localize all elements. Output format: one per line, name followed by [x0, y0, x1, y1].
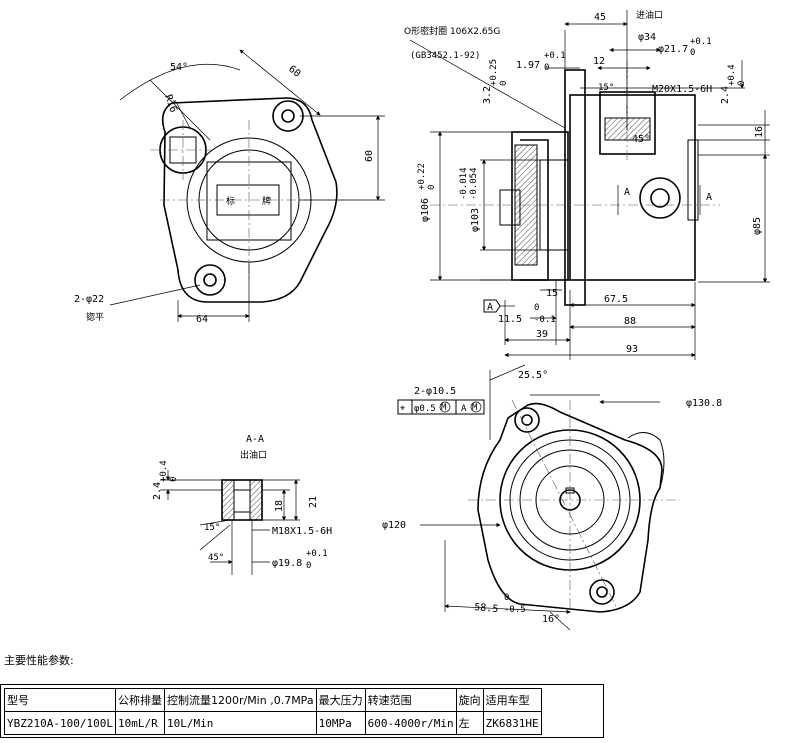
rear-dim-phi130-8-label: φ130.8: [686, 398, 722, 409]
rear-angle-16-label: 16°: [542, 614, 560, 625]
position-tolerance-mmc: M: [441, 403, 447, 413]
header-rotation: 旋向: [455, 688, 484, 712]
dim-11-5-tol-lower: -0.1: [534, 315, 556, 325]
thread-m20-label: M20X1.5-6H: [652, 84, 712, 95]
section-subtitle-outlet: 出油口: [240, 449, 267, 461]
front-view: 54° R16 60 60 64 2-φ22 锪平 标 牌: [74, 49, 385, 325]
position-tolerance-datum: A: [461, 404, 467, 414]
rear-angle-25-5-label: 25.5°: [518, 370, 548, 381]
section-mark-a-left: A: [624, 187, 630, 198]
position-tolerance-datum-mmc: M: [472, 403, 478, 413]
cell-rotation: 左: [455, 711, 484, 735]
dim-60-diagonal: 60: [286, 64, 302, 80]
angle-45-label: 45°: [632, 134, 650, 145]
oring-spec-label: O形密封圈 106X2.65G: [404, 25, 500, 37]
dim-3-2-tol-upper: +0.25: [489, 59, 499, 86]
dim-2-4-label: 2.4: [720, 86, 731, 104]
section-dim-phi19-8-tol-lower: 0: [306, 561, 311, 571]
position-tolerance-symbol: ⌖: [400, 404, 405, 414]
header-vehicle-model: 适用车型: [482, 688, 542, 712]
dim-phi21-7-label: φ21.7: [658, 44, 688, 55]
section-angle-45-label: 45°: [208, 553, 224, 563]
dim-phi106-label: φ106: [420, 198, 431, 222]
rear-dim-58-5-label: 58.5: [474, 602, 499, 615]
cell-displacement: 10mL/R: [114, 711, 165, 735]
parameters-title: 主要性能参数:: [4, 654, 74, 667]
cell-max-pressure: 10MPa: [315, 711, 366, 735]
parameters-table: 型号 公称排量 控制流量1200r/Min ,0.7MPa 最大压力 转速范围 …: [4, 688, 542, 735]
table-row: YBZ210A-100/100L 10mL/R 10L/Min 10MPa 60…: [4, 711, 542, 735]
nameplate-left-char: 标: [226, 195, 235, 207]
section-dim-phi19-8-tol-upper: +0.1: [306, 549, 328, 559]
position-tolerance-value: φ0.5: [414, 404, 436, 414]
dim-phi21-7-tol-upper: +0.1: [690, 37, 712, 47]
table-header-row: 型号 公称排量 控制流量1200r/Min ,0.7MPa 最大压力 转速范围 …: [4, 688, 542, 712]
dim-93-label: 93: [626, 344, 638, 355]
dim-60-vertical: 60: [364, 150, 375, 162]
cell-control-flow: 10L/Min: [163, 711, 317, 735]
section-dim-2-4-tol-upper: +0.4: [159, 460, 169, 482]
dim-11-5-tol-upper: 0: [534, 303, 539, 313]
section-a-a-view: A-A 出油口 2.4 +0.4 0 18 21 15° M18X1.5-6H …: [152, 434, 332, 575]
dim-12-label: 12: [593, 56, 605, 67]
dim-11-5-label: 11.5: [498, 314, 522, 325]
dim-phi103-tol-lower: -0.054: [469, 167, 479, 200]
section-dim-21-label: 21: [308, 496, 319, 508]
side-view: O形密封圈 106X2.65G (GB3452.1-92) 进油口 45 φ34…: [404, 9, 770, 360]
dim-phi106-tol-lower: 0: [427, 185, 437, 190]
dim-phi34-label: φ34: [638, 32, 656, 43]
section-dim-18-label: 18: [274, 500, 285, 512]
nameplate-right-char: 牌: [262, 195, 271, 207]
header-max-pressure: 最大压力: [315, 688, 366, 712]
spot-face-note: 锪平: [86, 311, 104, 323]
datum-a-label: A: [487, 302, 493, 313]
dim-39-label: 39: [536, 329, 548, 340]
dim-88-label: 88: [624, 316, 636, 327]
section-title: A-A: [246, 434, 264, 445]
header-model: 型号: [4, 688, 116, 712]
section-dim-2-4-tol-lower: 0: [169, 477, 179, 482]
section-dim-phi19-8-label: φ19.8: [272, 558, 302, 569]
dim-1-97-tol-upper: +0.1: [544, 51, 566, 61]
angle-15-label: 15°: [598, 83, 614, 93]
dim-phi103-label: φ103: [470, 208, 481, 232]
dim-67-5-label: 67.5: [604, 294, 628, 305]
dim-1-97-tol-lower: 0: [544, 63, 549, 73]
dim-2-4-tol-upper: +0.4: [727, 64, 737, 86]
dim-45-label: 45: [594, 12, 606, 23]
inlet-label: 进油口: [636, 9, 663, 21]
dim-15-label: 15: [546, 288, 558, 299]
section-dim-2-4-label: 2.4: [152, 482, 163, 500]
header-control-flow: 控制流量1200r/Min ,0.7MPa: [163, 688, 317, 712]
header-speed-range: 转速范围: [364, 688, 457, 712]
holes-2-phi22-label: 2-φ22: [74, 294, 104, 305]
section-angle-15-label: 15°: [204, 523, 220, 533]
rear-dim-58-5-tol-upper: 0: [504, 593, 509, 603]
oring-standard-label: (GB3452.1-92): [410, 51, 480, 61]
dim-phi103-tol-upper: -0.014: [459, 167, 469, 200]
pump-engineering-drawing: 54° R16 60 60 64 2-φ22 锪平 标 牌: [74, 9, 770, 631]
dim-phi85-label: φ85: [752, 217, 763, 235]
dim-2-4-tol-lower: 0: [737, 81, 747, 86]
header-displacement: 公称排量: [114, 688, 165, 712]
cell-vehicle-model: ZK6831HE: [482, 711, 542, 735]
dim-3-2-label: 3.2: [482, 86, 493, 104]
dim-3-2-tol-lower: 0: [499, 81, 509, 86]
rear-dim-phi120-label: φ120: [382, 520, 406, 531]
cell-speed-range: 600-4000r/Min: [364, 711, 457, 735]
angle-54-label: 54°: [170, 62, 188, 73]
dim-16-label: 16: [754, 126, 765, 138]
section-mark-a-right: A: [706, 192, 712, 203]
cell-model: YBZ210A-100/100L: [4, 711, 116, 735]
dim-64-label: 64: [196, 314, 208, 325]
rear-holes-2-phi10-5-label: 2-φ10.5: [414, 386, 456, 397]
dim-phi106-tol-upper: +0.22: [417, 163, 427, 190]
section-thread-m18-label: M18X1.5-6H: [272, 526, 332, 537]
dim-1-97-label: 1.97: [516, 60, 540, 71]
dim-phi21-7-tol-lower: 0: [690, 48, 695, 58]
parameters-table-frame: [0, 684, 604, 738]
rear-view: 25.5° 2-φ10.5 ⌖ φ0.5 M A M φ130.8 φ120 5…: [382, 364, 722, 631]
rear-dim-58-5-tol-lower: -0.5: [504, 605, 526, 615]
